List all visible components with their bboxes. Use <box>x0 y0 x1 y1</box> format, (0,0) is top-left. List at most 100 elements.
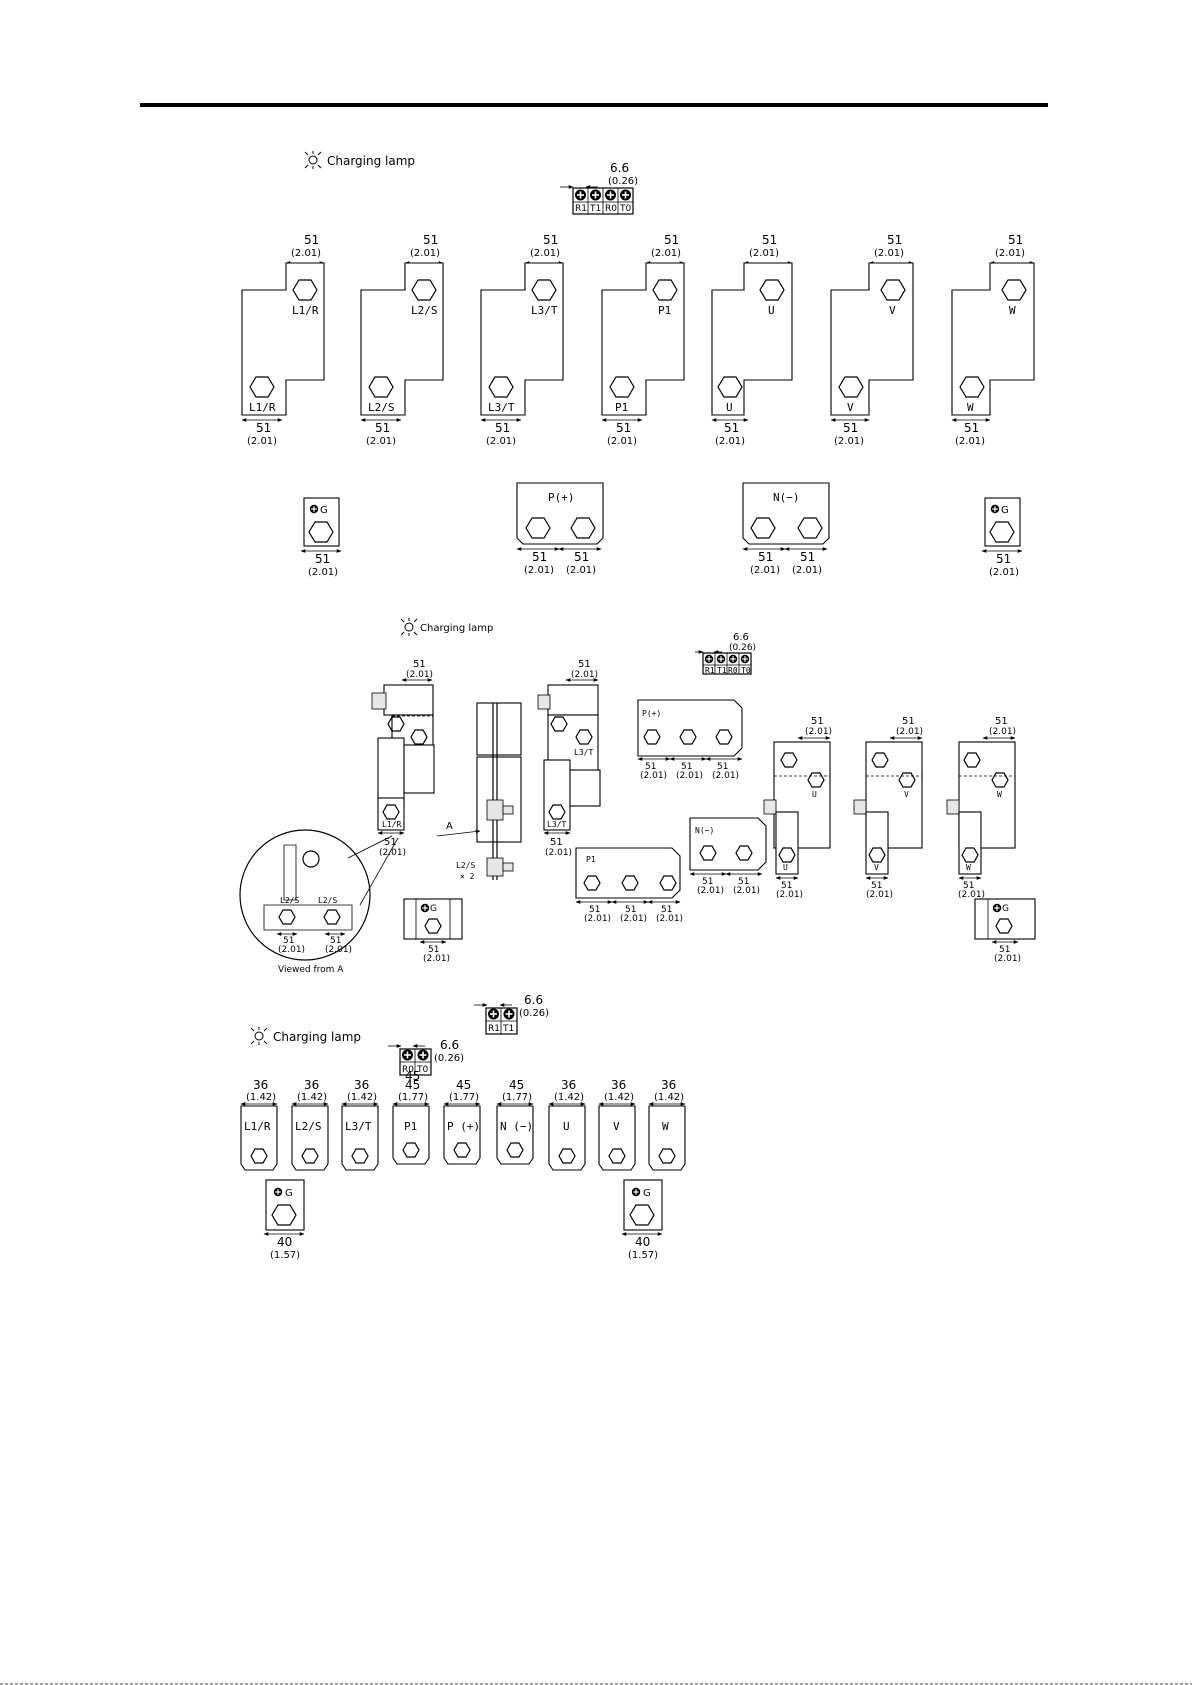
svg-text:L1/R: L1/R <box>249 401 276 414</box>
svg-text:(0.26): (0.26) <box>608 176 638 187</box>
svg-text:× 2: × 2 <box>460 872 475 881</box>
svg-text:(2.01): (2.01) <box>607 436 637 447</box>
r0-screw-icon <box>605 189 616 201</box>
svg-text:36: 36 <box>611 1078 626 1092</box>
svg-text:L2/S: L2/S <box>368 401 395 414</box>
svg-text:U: U <box>563 1120 570 1133</box>
svg-text:R1: R1 <box>575 204 587 214</box>
charging-lamp-label: Charging lamp <box>327 154 415 168</box>
t0-screw-icon <box>620 189 631 201</box>
svg-text:51: 51 <box>283 936 294 946</box>
svg-text:51: 51 <box>578 659 591 670</box>
svg-text:P1: P1 <box>404 1120 417 1133</box>
svg-text:51: 51 <box>589 905 600 915</box>
svg-text:51: 51 <box>811 716 824 727</box>
terminal-w-assembly: 51 (2.01) W W 51 (2.01) <box>946 716 1016 900</box>
svg-text:R0: R0 <box>728 666 738 675</box>
svg-text:V: V <box>613 1120 620 1133</box>
svg-text:51: 51 <box>887 233 902 247</box>
svg-text:(2.01): (2.01) <box>291 248 321 259</box>
svg-text:(2.01): (2.01) <box>715 436 745 447</box>
svg-text:(1.77): (1.77) <box>502 1092 532 1103</box>
terminal-p1-plate: P1 51 (2.01) 51 (2.01) 51 (2.01) <box>575 847 683 924</box>
svg-text:51: 51 <box>762 233 777 247</box>
busbar-v: 51 (2.01) V V 51 (2.01) <box>830 233 914 447</box>
svg-text:L2/S: L2/S <box>456 861 475 870</box>
svg-text:(2.01): (2.01) <box>955 436 985 447</box>
terminal-l1r-assembly: 51 (2.01) L1/R L1/R 51 (2.01) <box>371 659 435 858</box>
svg-text:(2.01): (2.01) <box>247 436 277 447</box>
svg-text:(1.42): (1.42) <box>654 1092 684 1103</box>
svg-text:(1.57): (1.57) <box>628 1250 658 1261</box>
svg-text:51: 51 <box>304 233 319 247</box>
svg-text:L3/T: L3/T <box>574 748 593 757</box>
svg-text:51: 51 <box>574 550 589 564</box>
svg-text:L1/R: L1/R <box>292 304 319 317</box>
svg-text:51: 51 <box>724 421 739 435</box>
svg-text:51: 51 <box>495 421 510 435</box>
ground-terminal-left: G 51 (2.01) <box>300 497 342 578</box>
svg-text:N (−): N (−) <box>500 1120 533 1133</box>
svg-text:V: V <box>847 401 854 414</box>
svg-text:36: 36 <box>354 1078 369 1092</box>
svg-text:51: 51 <box>616 421 631 435</box>
svg-text:36: 36 <box>661 1078 676 1092</box>
svg-text:36: 36 <box>561 1078 576 1092</box>
svg-text:51: 51 <box>843 421 858 435</box>
svg-text:L2/S: L2/S <box>280 896 299 905</box>
r1-screw-icon <box>575 189 586 201</box>
busbar-w: 51 (2.01) W W 51 (2.01) <box>951 233 1035 447</box>
svg-text:(2.01): (2.01) <box>656 914 683 924</box>
svg-text:51: 51 <box>256 421 271 435</box>
svg-text:(2.01): (2.01) <box>989 567 1019 578</box>
svg-text:51: 51 <box>664 233 679 247</box>
svg-text:(2.01): (2.01) <box>524 565 554 576</box>
svg-text:(2.01): (2.01) <box>584 914 611 924</box>
section-3: 6.6 (0.26) R1 T1 Charging lamp 6.6 (0.26… <box>240 993 686 1261</box>
small-terminal-u: 36 (1.42) U <box>548 1078 586 1171</box>
svg-text:U: U <box>812 790 817 799</box>
small-terminal-l3t: 36 (1.42) L3/T <box>341 1078 379 1171</box>
svg-text:L2/S: L2/S <box>411 304 438 317</box>
svg-text:(2.01): (2.01) <box>750 565 780 576</box>
terminal-row-small: 36 (1.42) L1/R 36 (1.42) L2/S 36 (1.42) <box>240 1069 686 1171</box>
svg-text:R0: R0 <box>402 1065 414 1075</box>
terminal-n-minus-plate: N(−) 51 (2.01) 51 (2.01) <box>689 817 767 896</box>
busbar-u: 51 (2.01) U U 51 (2.01) <box>711 233 793 447</box>
svg-text:T0: T0 <box>619 204 631 214</box>
svg-text:(2.01): (2.01) <box>640 771 667 781</box>
svg-text:(2.01): (2.01) <box>776 890 803 900</box>
svg-text:P(+): P(+) <box>548 491 575 504</box>
svg-text:L3/T: L3/T <box>488 401 515 414</box>
svg-text:G: G <box>1002 904 1009 914</box>
charging-lamp-label: Charging lamp <box>273 1030 361 1044</box>
svg-text:51: 51 <box>315 552 330 566</box>
svg-text:51: 51 <box>428 945 439 955</box>
svg-text:6.6: 6.6 <box>524 993 543 1007</box>
small-terminal-n-minus: 45 (1.77) N (−) <box>496 1078 534 1165</box>
svg-text:T1: T1 <box>717 666 727 675</box>
svg-text:(2.01): (2.01) <box>571 670 598 680</box>
detail-view-circle: L2/S L2/S 51 (2.01) 51 (2.01) Viewed fro… <box>239 829 399 975</box>
ground-terminal-s3-right: G 40 (1.57) <box>621 1179 663 1261</box>
svg-text:Viewed from A: Viewed from A <box>278 965 344 975</box>
svg-text:(2.01): (2.01) <box>486 436 516 447</box>
svg-text:51: 51 <box>999 945 1010 955</box>
svg-text:51: 51 <box>543 233 558 247</box>
svg-text:T0: T0 <box>416 1065 428 1075</box>
terminal-p-plus-plate: P(+) 51 (2.01) 51 (2.01) 51 (2.01) <box>637 699 743 781</box>
section-2: Charging lamp 6.6 (0.26) R1 T1 R0 T0 51 … <box>239 617 1036 975</box>
svg-text:G: G <box>430 904 437 914</box>
svg-text:36: 36 <box>253 1078 268 1092</box>
side-view: A L2/S × 2 <box>436 702 522 881</box>
busbar-l1r: 51 (2.01) L1/R L1/R 51 (2.01) <box>241 233 325 447</box>
svg-text:R0: R0 <box>605 204 617 214</box>
svg-text:L1/R: L1/R <box>382 820 401 829</box>
terminal-n-minus: N(−) 51 (2.01) 51 (2.01) <box>742 482 830 576</box>
svg-text:(2.01): (2.01) <box>874 248 904 259</box>
svg-text:51: 51 <box>681 762 692 772</box>
svg-text:(2.01): (2.01) <box>866 890 893 900</box>
svg-text:51: 51 <box>871 881 882 891</box>
svg-text:51: 51 <box>384 837 397 848</box>
svg-text:(2.01): (2.01) <box>566 565 596 576</box>
